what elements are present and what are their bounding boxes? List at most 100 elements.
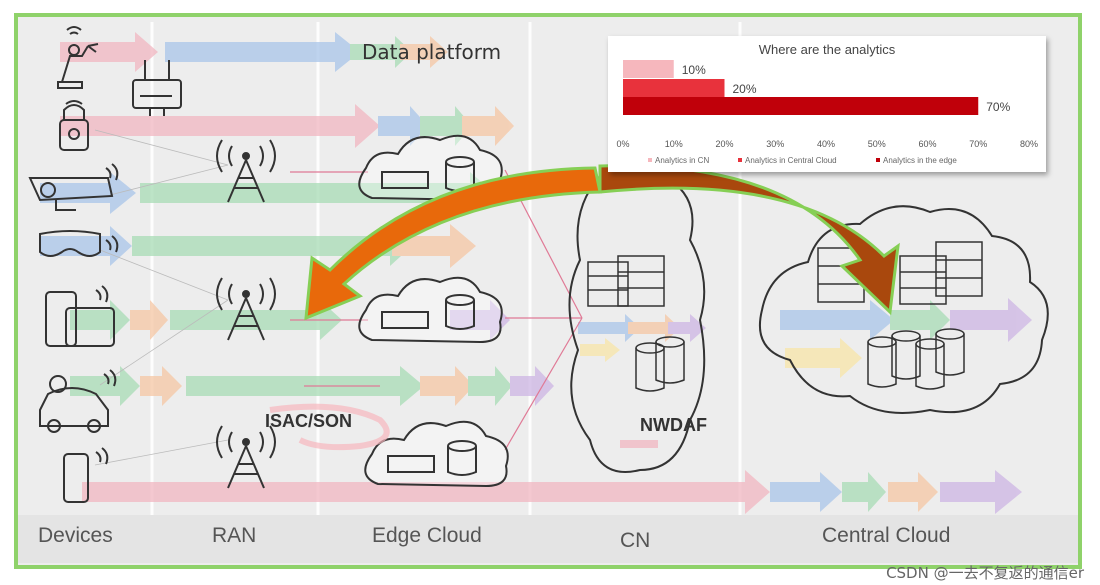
flow-arrow-row7-orange (888, 472, 938, 512)
csdn-watermark: CSDN @一去不复返的通信er (886, 564, 1084, 582)
chart-tick-label: 80% (1020, 139, 1038, 149)
cn-database-icon (635, 336, 685, 392)
chart-legend-swatch-3 (876, 158, 880, 162)
device-icons (28, 26, 182, 503)
central-server-racks-icon (817, 241, 983, 305)
cell-tower-icons (216, 139, 276, 489)
flow-arrow-row1-green (350, 36, 412, 68)
flow-arrow-row2-blue (378, 106, 428, 146)
central-arrow-blue (780, 300, 894, 340)
flow-arrow-row7-pink (82, 470, 770, 514)
central-databases-icon (867, 328, 965, 390)
cell-tower-2-icon (216, 277, 276, 341)
chart-legend-swatch-1 (648, 158, 652, 162)
analytics-chart-panel: Where are the analytics 10% 20% 70% 0% 10% 20… (608, 36, 1046, 172)
central-arrow-green (890, 300, 950, 340)
vr-headset-icon (39, 230, 119, 257)
flow-arrow-row7-green (842, 472, 886, 512)
chart-bar-2 (623, 79, 725, 97)
chart-bar-3 (623, 97, 979, 115)
data-flow-arrows (40, 32, 1032, 514)
flow-arrow-row7-blue (770, 472, 842, 512)
edge-cloud-3-icon (364, 420, 509, 488)
flow-arrow-row2-pink (60, 104, 380, 148)
cn-arrow-blue (578, 314, 640, 342)
flow-arrow-row4-blue (40, 226, 132, 266)
router-icon (132, 60, 182, 116)
chart-data-label-3: 70% (986, 100, 1010, 114)
flow-arrow-row6-orange2 (420, 366, 474, 406)
chart-tick-label: 10% (665, 139, 683, 149)
column-label-devices: Devices (38, 524, 113, 547)
analytics-bar-chart: 10% 20% 70% 0% 10% 20% 30% 40% 50% 60% 70% 80% Analy… (616, 60, 1038, 165)
chart-legend-label-1: Analytics in CN (655, 156, 709, 165)
column-label-ran: RAN (212, 524, 257, 547)
chart-tick-label: 60% (918, 139, 936, 149)
chart-bar-1 (623, 60, 674, 78)
cn-arrow-pink (620, 440, 658, 448)
smartphone-icon (63, 447, 109, 503)
robot-arm-icon (57, 26, 99, 89)
security-camera-icon (28, 163, 119, 211)
flow-arrow-row2-orange (462, 106, 514, 146)
device-line-1 (94, 129, 229, 166)
chart-tick-label: 30% (766, 139, 784, 149)
data-platform-label: Data platform (362, 40, 502, 64)
central-arrow-yellow (785, 338, 862, 378)
chart-tick-label: 50% (868, 139, 886, 149)
tablet-phone-icon (45, 285, 115, 347)
central-cloud-icon (758, 205, 1049, 414)
flow-arrow-row1-pink (60, 32, 158, 72)
flow-arrow-row4-orange (392, 224, 476, 268)
flow-arrow-row6-green3 (468, 366, 512, 406)
connector-edge3-cn (504, 317, 583, 451)
connected-car-icon (39, 369, 117, 433)
chart-legend-label-2: Analytics in Central Cloud (745, 156, 837, 165)
chart-title: Where are the analytics (758, 42, 896, 57)
nwdaf-label: NWDAF (640, 415, 707, 435)
chart-data-label-1: 10% (682, 63, 706, 77)
flow-arrow-row5-purple (450, 300, 510, 340)
big-arrow-to-edge (304, 166, 602, 321)
chart-legend-swatch-2 (738, 158, 742, 162)
chart-tick-label: 0% (616, 139, 629, 149)
cn-cloud-icon (568, 163, 706, 473)
device-line-5 (94, 439, 229, 466)
flow-arrow-row5-orange (130, 300, 168, 340)
cell-tower-3-icon (216, 425, 276, 489)
column-label-cn: CN (620, 529, 651, 552)
flow-arrow-row6-orange (140, 366, 182, 406)
edge-cloud-2-icon (358, 276, 503, 344)
flow-arrow-row5-green (70, 300, 130, 340)
cn-server-rack-icon (587, 255, 665, 307)
big-arrow-to-central (598, 164, 900, 316)
device-line-2 (109, 164, 229, 196)
flow-arrow-row7-purple (940, 470, 1022, 514)
flow-arrow-row6-purple (510, 366, 554, 406)
flow-arrow-row1-orange (400, 36, 448, 68)
chart-tick-label: 40% (817, 139, 835, 149)
faint-device-lines (94, 129, 229, 466)
isac-son-label: ISAC/SON (265, 411, 353, 431)
device-line-3 (99, 249, 229, 301)
column-label-central-cloud: Central Cloud (822, 524, 951, 547)
chart-tick-label: 70% (969, 139, 987, 149)
flow-arrow-row1-blue (165, 32, 360, 72)
cn-arrow-orange (628, 314, 680, 342)
central-arrow-purple (950, 298, 1032, 342)
chart-legend-label-3: Analytics in the edge (883, 156, 957, 165)
cn-arrow-yellow (580, 338, 620, 362)
chart-data-label-2: 20% (733, 82, 757, 96)
chart-tick-label: 20% (715, 139, 733, 149)
cell-tower-1-icon (216, 139, 276, 203)
flow-arrow-row3-blue (40, 172, 136, 214)
flow-arrow-row6-green (70, 366, 140, 406)
edge-cloud-icons (358, 134, 509, 488)
cn-arrow-purple (668, 314, 706, 342)
flow-arrow-row4-green (132, 226, 412, 266)
flow-arrow-row3-green (140, 172, 494, 214)
smart-lock-icon (59, 100, 89, 151)
column-label-edge-cloud: Edge Cloud (372, 524, 482, 547)
device-line-4 (99, 299, 229, 386)
